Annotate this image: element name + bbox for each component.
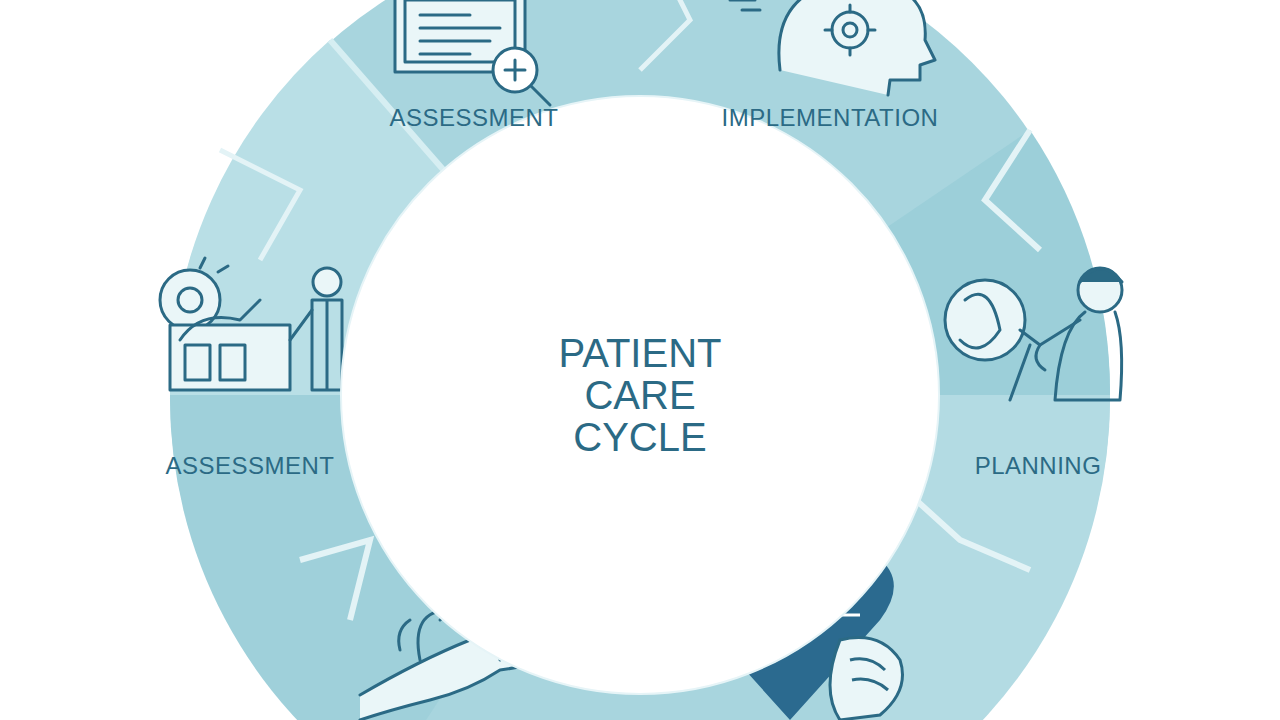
stage-label: PLANNING <box>975 452 1102 480</box>
stage-label: ASSESSMENT <box>165 452 334 480</box>
icons <box>160 0 1122 720</box>
stage-label: IMPLEMENTATION <box>722 104 939 132</box>
center-circle: PATIENT CARE CYCLE <box>340 95 940 695</box>
stage-label: ASSESSMENT <box>389 104 558 132</box>
ring <box>170 0 1110 720</box>
cycle-title: PATIENT CARE CYCLE <box>520 332 760 458</box>
